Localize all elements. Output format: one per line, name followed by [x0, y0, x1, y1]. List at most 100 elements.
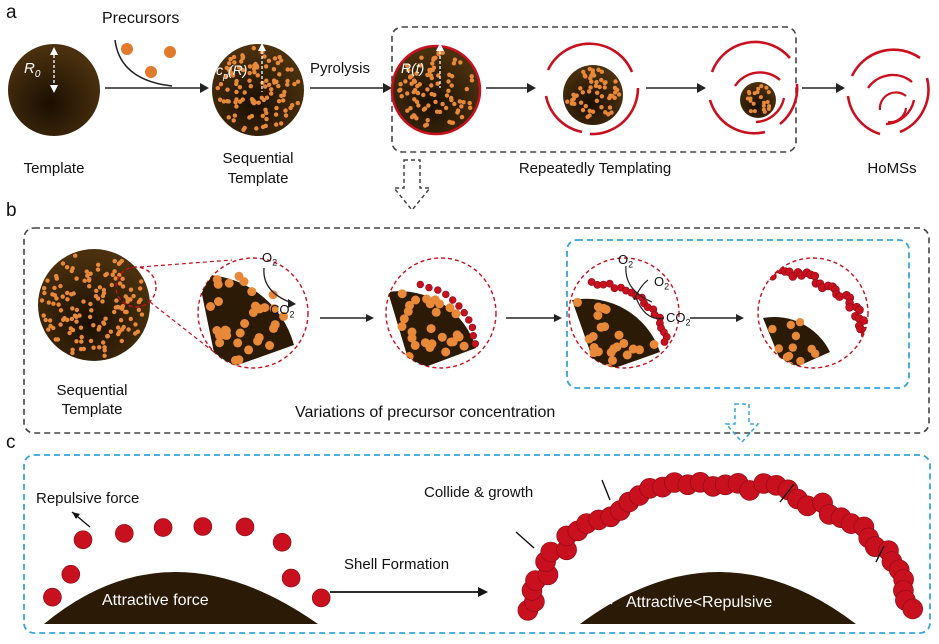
o2-label-3a: O2: [618, 252, 633, 270]
red-particle: [471, 340, 479, 348]
precursor-particle: [752, 91, 757, 96]
precursor-particle: [424, 122, 429, 127]
precursor-particle: [428, 73, 434, 78]
arrow-head: [200, 83, 209, 93]
red-particle: [272, 532, 292, 552]
red-particle: [599, 280, 608, 289]
precursor-particle: [398, 82, 403, 87]
precursor-particle: [240, 67, 246, 73]
precursor-particle: [54, 296, 59, 301]
precursor-particle: [60, 261, 66, 266]
attractive-force-label: Attractive force: [102, 592, 209, 609]
precursor-particle: [441, 347, 451, 357]
precursor-particle: [112, 309, 117, 315]
precursor-particle: [283, 113, 289, 118]
red-particle: [43, 587, 62, 607]
precursor-particle: [405, 108, 410, 113]
precursor-particle: [275, 60, 281, 66]
precursor-particle: [415, 90, 421, 96]
precursor-particle: [580, 107, 586, 113]
red-particle: [465, 316, 473, 324]
precursor-particle: [399, 94, 404, 99]
precursor-particle: [759, 84, 764, 89]
precursor-particle: [254, 63, 260, 69]
precursor-particle: [410, 340, 420, 350]
precursor-particle: [425, 87, 430, 92]
precursor-particle: [239, 59, 244, 64]
precursor-particle: [425, 299, 435, 309]
precursor-particle: [115, 325, 121, 330]
precursor-particle: [67, 330, 72, 336]
precursor-particle: [603, 80, 608, 85]
precursor-particle: [117, 281, 123, 286]
precursor-particle: [266, 82, 272, 88]
precursor-particle: [102, 348, 107, 353]
precursor-particle: [79, 334, 84, 340]
precursor-particle: [88, 271, 93, 276]
arrow-head: [366, 314, 374, 322]
precursor-particle: [440, 101, 445, 107]
precursor-particle: [213, 279, 223, 289]
precursor-particle: [587, 108, 592, 114]
precursor-particle: [87, 314, 93, 320]
precursor-particle: [244, 345, 254, 355]
precursor-particle: [408, 74, 413, 79]
panel-label-c: c: [6, 432, 16, 453]
precursor-particle: [449, 83, 454, 88]
co2-symbol: CO: [666, 310, 686, 325]
arrow-head: [836, 83, 845, 93]
precursor-particle: [765, 100, 770, 104]
precursor-dot: [164, 46, 176, 58]
precursor-particle: [285, 78, 290, 84]
precursor-particle: [434, 109, 440, 114]
precursor-particle: [58, 322, 63, 327]
precursor-particle: [101, 287, 107, 293]
precursor-particle: [591, 73, 597, 78]
sequential-template-b-label-2: Template: [61, 401, 123, 418]
shell-arc: [546, 42, 634, 73]
precursor-particle: [78, 325, 84, 330]
r0-arrow-head-top: [50, 47, 58, 55]
precursor-particle: [418, 63, 423, 68]
arrow-head: [527, 83, 536, 93]
precursor-particle: [133, 331, 138, 336]
precursor-particle: [274, 79, 279, 85]
r0-label: R0: [24, 60, 40, 80]
precursor-particle: [437, 332, 447, 342]
precursor-particle: [635, 345, 644, 355]
arrow-head: [288, 299, 296, 308]
precursor-particle: [431, 57, 436, 62]
precursor-particle: [119, 258, 125, 264]
precursor-particle: [234, 104, 239, 109]
precursor-particle: [74, 276, 79, 281]
arrow-head: [383, 83, 392, 93]
shell-arc: [589, 87, 640, 136]
precursor-particle: [224, 65, 229, 71]
precursor-particle: [251, 66, 257, 72]
precursor-particle: [82, 278, 87, 283]
precursor-particle: [612, 342, 622, 352]
precursor-particle: [409, 81, 414, 86]
precursor-particle: [607, 105, 613, 110]
precursor-particle: [426, 324, 436, 334]
precursor-particle: [608, 93, 613, 98]
precursor-particle: [119, 338, 125, 344]
precursor-particle: [784, 351, 794, 361]
precursor-particle: [429, 83, 434, 88]
precursor-particle: [422, 106, 428, 111]
precursor-particle: [406, 68, 411, 73]
precursor-particle: [215, 338, 225, 348]
precursor-particle: [110, 272, 115, 277]
dome-left: [44, 572, 318, 624]
precursor-particle: [233, 338, 243, 348]
precursor-particle: [116, 331, 121, 337]
precursor-particle: [47, 318, 53, 323]
precursor-particle: [88, 301, 93, 307]
o2-in-arrow-1: [263, 267, 293, 304]
precursor-particle: [416, 103, 421, 108]
precursor-particle: [103, 272, 108, 278]
precursor-particle: [448, 120, 454, 125]
precursor-particle: [138, 286, 143, 291]
precursor-particle: [432, 92, 437, 98]
precursor-particle: [596, 67, 601, 73]
